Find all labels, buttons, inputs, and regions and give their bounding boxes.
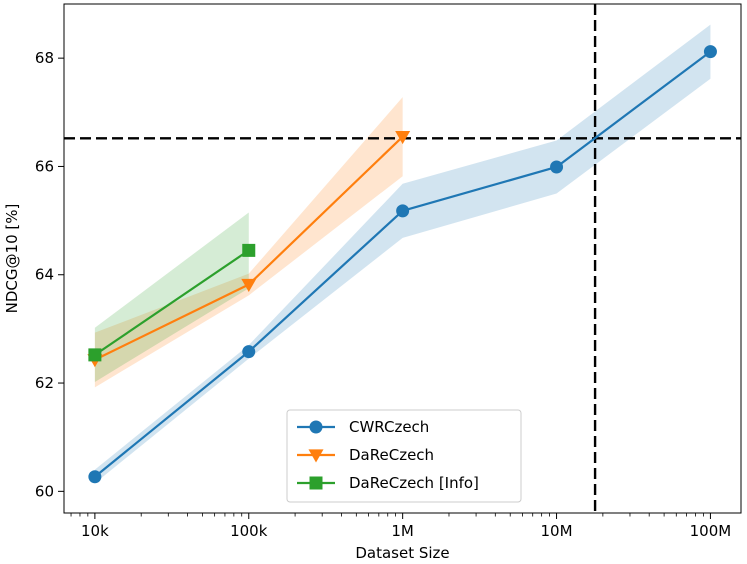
legend-label-0: CWRCzech <box>349 418 429 436</box>
x-tick-label: 1M <box>391 522 414 540</box>
data-point-series-0-0 <box>88 470 102 484</box>
x-tick-label: 10M <box>541 522 573 540</box>
y-tick-label: 68 <box>35 49 54 67</box>
confidence-band-series-1 <box>94 97 403 388</box>
legend-label-2: DaReCzech [Info] <box>349 474 479 492</box>
x-axis: 10k 100k 1M 10M 100M <box>70 513 732 540</box>
confidence-band-series-2 <box>94 212 249 382</box>
data-point-series-1-2 <box>395 131 411 145</box>
data-point-series-0-1 <box>242 345 256 359</box>
y-axis: 60 62 64 66 68 <box>35 49 64 500</box>
legend-box <box>286 409 522 503</box>
x-axis-title: Dataset Size <box>355 544 449 562</box>
data-point-series-2-1 <box>242 243 256 257</box>
x-tick-label: 100M <box>690 522 732 540</box>
legend-marker-0 <box>309 420 323 434</box>
legend-marker-2 <box>309 476 323 490</box>
y-tick-label: 66 <box>35 157 54 175</box>
bands-layer <box>94 24 711 484</box>
series-line-2 <box>94 249 250 356</box>
y-tick-label: 62 <box>35 374 54 392</box>
data-point-series-0-4 <box>703 45 717 59</box>
legend-label-1: DaReCzech <box>349 446 434 464</box>
y-tick-label: 60 <box>35 482 54 500</box>
y-tick-label: 64 <box>35 266 54 284</box>
legend-marker-1 <box>308 449 324 463</box>
x-tick-label: 10k <box>81 522 109 540</box>
series-layer <box>87 45 717 484</box>
y-axis-title: NDCG@10 [%] <box>3 204 21 314</box>
data-point-series-0-3 <box>550 160 564 174</box>
data-point-series-1-1 <box>241 278 257 292</box>
x-tick-label: 100k <box>230 522 268 540</box>
data-point-series-2-0 <box>88 348 102 362</box>
data-point-series-0-2 <box>396 204 410 218</box>
